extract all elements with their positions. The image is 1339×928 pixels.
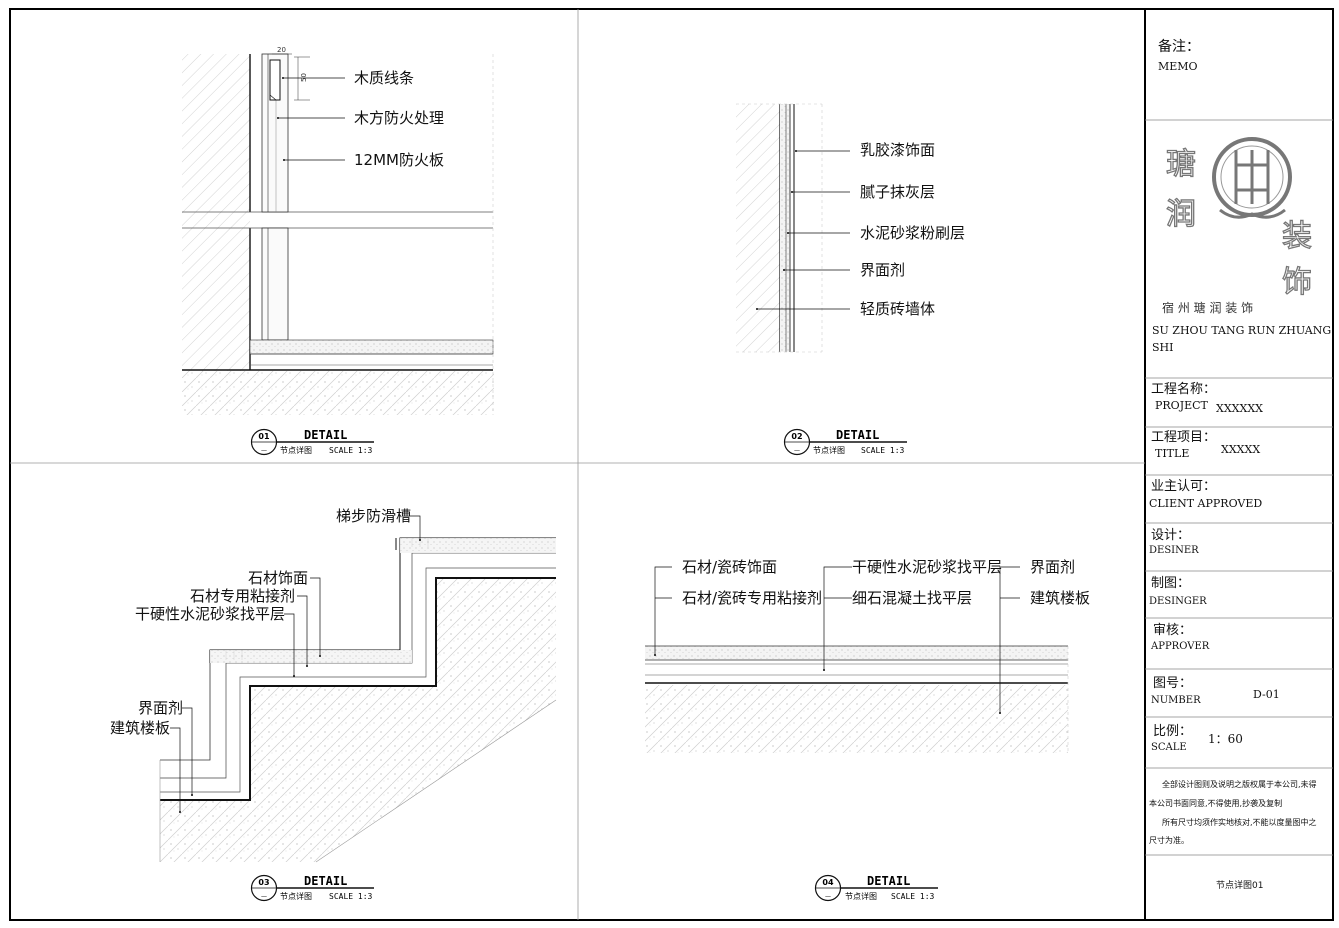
svg-text:03: 03 xyxy=(258,878,269,887)
svg-text:DETAIL: DETAIL xyxy=(836,428,879,442)
logo-char-4: 饰 xyxy=(1281,265,1312,300)
label-interface-agent-03: 界面剂 xyxy=(138,699,183,717)
label-putty-layer: 腻子抹灰层 xyxy=(860,183,935,201)
label-stone-finish: 石材饰面 xyxy=(248,569,308,587)
label-latex-finish: 乳胶漆饰面 xyxy=(860,141,935,159)
detail-tag-04: 04 — DETAIL 节点详图 SCALE 1:3 xyxy=(814,874,938,902)
svg-text:02: 02 xyxy=(791,432,802,441)
detail-01: 20 50 木质线条 木方防火处理 12MM防火板 xyxy=(182,46,494,415)
copyright-line-1: 全部设计图则及说明之版权属于本公司,未得 xyxy=(1162,780,1317,789)
company-name-en-2: SHI xyxy=(1152,341,1174,354)
number-label-en: NUMBER xyxy=(1151,695,1201,706)
number-label-cn: 图号： xyxy=(1153,676,1193,691)
company-logo xyxy=(1212,137,1292,219)
company-name-cn: 宿 州 瑭 润 装 饰 xyxy=(1162,301,1254,315)
project-label-en: PROJECT xyxy=(1155,399,1208,412)
svg-text:节点详图: 节点详图 xyxy=(813,445,845,455)
svg-text:—: — xyxy=(261,447,267,454)
drafter-label-en: DESINGER xyxy=(1149,596,1207,607)
label-floor-slab-03: 建筑楼板 xyxy=(110,719,170,737)
svg-text:节点详图: 节点详图 xyxy=(845,891,877,901)
detail-tag-02: 02 — DETAIL 节点详图 SCALE 1:3 xyxy=(783,428,907,456)
designer-label-cn: 设计： xyxy=(1151,528,1191,543)
sheet-name: 节点详图01 xyxy=(1216,881,1264,891)
approver-label-cn: 审核： xyxy=(1153,623,1193,638)
svg-text:节点详图: 节点详图 xyxy=(280,891,312,901)
memo-label-en: MEMO xyxy=(1158,60,1198,73)
title-label-cn: 工程项目： xyxy=(1151,430,1217,445)
label-interface-agent-04: 界面剂 xyxy=(1030,558,1075,576)
scale-value: 1：60 xyxy=(1208,732,1243,746)
memo-label-cn: 备注： xyxy=(1158,39,1200,55)
logo-char-1: 瑭 xyxy=(1165,147,1196,182)
svg-text:SCALE 1:3: SCALE 1:3 xyxy=(329,446,373,455)
svg-text:—: — xyxy=(825,893,831,900)
copyright-line-2: 本公司书面同意,不得使用,抄袭及复制 xyxy=(1149,799,1283,808)
detail-03: 梯步防滑槽 石材饰面 石材专用粘接剂 干硬性水泥砂浆找平层 界面剂 建筑楼板 xyxy=(110,507,557,863)
svg-text:—: — xyxy=(261,893,267,900)
number-value: D-01 xyxy=(1253,688,1280,701)
logo-char-2: 润 xyxy=(1165,197,1196,232)
detail-04: 石材/瓷砖饰面 石材/瓷砖专用粘接剂 干硬性水泥砂浆找平层 细石混凝土找平层 界… xyxy=(645,558,1090,753)
title-block-grid xyxy=(1145,119,1333,856)
detail-tag-01: 01 — DETAIL 节点详图 SCALE 1:3 xyxy=(250,428,374,456)
copyright-line-3: 所有尺寸均须作实地核对,不能以度量图中之 xyxy=(1162,818,1317,827)
drafter-label-cn: 制图： xyxy=(1151,576,1191,591)
svg-text:DETAIL: DETAIL xyxy=(867,874,910,888)
scale-label-en: SCALE xyxy=(1151,742,1187,753)
svg-text:SCALE 1:3: SCALE 1:3 xyxy=(861,446,905,455)
svg-text:01: 01 xyxy=(258,432,270,441)
detail-tag-03: 03 — DETAIL 节点详图 SCALE 1:3 xyxy=(250,874,374,902)
label-12mm-fireboard: 12MM防火板 xyxy=(354,151,444,169)
scale-label-cn: 比例： xyxy=(1153,724,1193,739)
dim-20: 20 xyxy=(277,46,286,54)
label-stone-adhesive: 石材专用粘接剂 xyxy=(190,587,295,605)
svg-text:—: — xyxy=(794,447,800,454)
label-fine-concrete: 细石混凝土找平层 xyxy=(852,589,972,607)
sheet-border xyxy=(9,8,1334,921)
label-light-brick-wall: 轻质砖墙体 xyxy=(860,300,935,318)
copyright-line-4: 尺寸为准。 xyxy=(1149,836,1189,845)
svg-text:DETAIL: DETAIL xyxy=(304,428,347,442)
detail-02: 乳胶漆饰面 腻子抹灰层 水泥砂浆粉刷层 界面剂 轻质砖墙体 xyxy=(736,103,965,353)
svg-text:节点详图: 节点详图 xyxy=(280,445,312,455)
company-name-en-1: SU ZHOU TANG RUN ZHUANG xyxy=(1152,324,1332,337)
label-interface-agent: 界面剂 xyxy=(860,261,905,279)
label-fireproof-batten: 木方防火处理 xyxy=(354,109,444,127)
label-dry-mortar-leveling: 干硬性水泥砂浆找平层 xyxy=(135,605,285,623)
label-tile-adhesive: 石材/瓷砖专用粘接剂 xyxy=(682,589,822,607)
dim-50: 50 xyxy=(300,73,308,82)
label-floor-slab-04: 建筑楼板 xyxy=(1030,589,1090,607)
title-label-en: TITLE xyxy=(1155,447,1190,460)
title-value: XXXXX xyxy=(1221,443,1261,456)
client-label-cn: 业主认可： xyxy=(1151,479,1217,494)
approver-label-en: APPROVER xyxy=(1151,641,1210,652)
svg-text:SCALE 1:3: SCALE 1:3 xyxy=(329,892,373,901)
label-dry-mortar-04: 干硬性水泥砂浆找平层 xyxy=(852,558,1002,576)
logo-char-3: 装 xyxy=(1281,219,1312,254)
label-anti-slip-groove: 梯步防滑槽 xyxy=(336,507,411,525)
designer-label-en: DESINER xyxy=(1149,545,1199,556)
svg-text:SCALE 1:3: SCALE 1:3 xyxy=(891,892,935,901)
label-cement-mortar: 水泥砂浆粉刷层 xyxy=(860,224,965,242)
svg-text:04: 04 xyxy=(822,878,834,887)
project-label-cn: 工程名称： xyxy=(1151,382,1217,397)
project-value: XXXXXX xyxy=(1216,402,1263,415)
label-wood-trim: 木质线条 xyxy=(354,69,414,87)
client-label-en: CLIENT APPROVED xyxy=(1149,497,1263,510)
svg-text:DETAIL: DETAIL xyxy=(304,874,347,888)
label-tile-finish: 石材/瓷砖饰面 xyxy=(682,558,777,576)
